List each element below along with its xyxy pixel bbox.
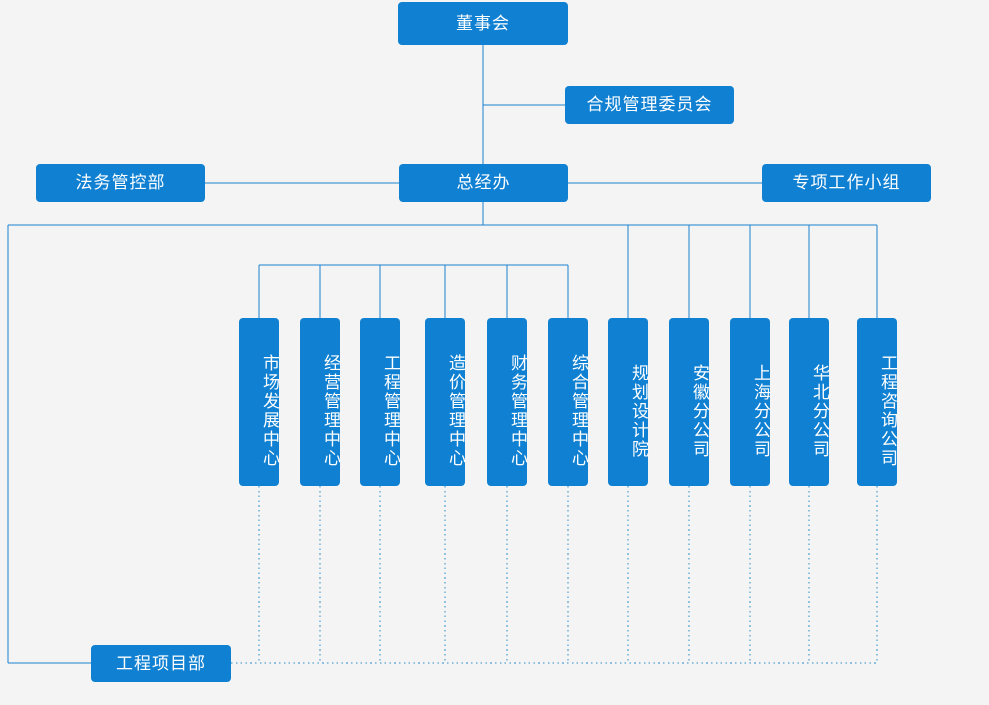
node-department-2-label: 工程管理中心 bbox=[381, 354, 400, 468]
node-department-8[interactable]: 上海分公司 bbox=[730, 318, 770, 486]
node-department-9-label: 华北分公司 bbox=[810, 363, 829, 459]
node-department-4-label: 财务管理中心 bbox=[508, 354, 527, 468]
node-board-of-directors[interactable]: 董事会 bbox=[398, 2, 568, 45]
node-department-3[interactable]: 造价管理中心 bbox=[425, 318, 465, 486]
node-department-6-label: 规划设计院 bbox=[629, 363, 648, 459]
node-department-7[interactable]: 安徽分公司 bbox=[669, 318, 709, 486]
node-department-10-label: 工程咨询公司 bbox=[878, 354, 897, 468]
node-department-2[interactable]: 工程管理中心 bbox=[360, 318, 400, 486]
node-department-4[interactable]: 财务管理中心 bbox=[487, 318, 527, 486]
node-legal-control-dept[interactable]: 法务管控部 bbox=[36, 164, 205, 202]
node-department-0-label: 市场发展中心 bbox=[260, 354, 279, 468]
node-special-task-group[interactable]: 专项工作小组 bbox=[762, 164, 931, 202]
node-department-5-label: 综合管理中心 bbox=[569, 354, 588, 468]
node-department-1-label: 经营管理中心 bbox=[321, 354, 340, 468]
node-department-0[interactable]: 市场发展中心 bbox=[239, 318, 279, 486]
node-engineering-project-dept[interactable]: 工程项目部 bbox=[91, 645, 231, 682]
node-department-7-label: 安徽分公司 bbox=[690, 363, 709, 459]
node-general-manager-office-label: 总经办 bbox=[456, 173, 511, 193]
node-department-10[interactable]: 工程咨询公司 bbox=[857, 318, 897, 486]
node-department-1[interactable]: 经营管理中心 bbox=[300, 318, 340, 486]
node-board-of-directors-label: 董事会 bbox=[456, 13, 510, 33]
node-general-manager-office[interactable]: 总经办 bbox=[399, 164, 568, 202]
node-legal-control-dept-label: 法务管控部 bbox=[75, 173, 166, 193]
node-department-8-label: 上海分公司 bbox=[751, 363, 770, 459]
node-department-5[interactable]: 综合管理中心 bbox=[548, 318, 588, 486]
node-special-task-group-label: 专项工作小组 bbox=[792, 173, 901, 193]
node-compliance-committee-label: 合规管理委员会 bbox=[586, 95, 713, 115]
node-compliance-committee[interactable]: 合规管理委员会 bbox=[565, 86, 734, 124]
node-department-3-label: 造价管理中心 bbox=[446, 354, 465, 468]
node-engineering-project-dept-label: 工程项目部 bbox=[116, 653, 206, 673]
node-department-9[interactable]: 华北分公司 bbox=[789, 318, 829, 486]
node-department-6[interactable]: 规划设计院 bbox=[608, 318, 648, 486]
